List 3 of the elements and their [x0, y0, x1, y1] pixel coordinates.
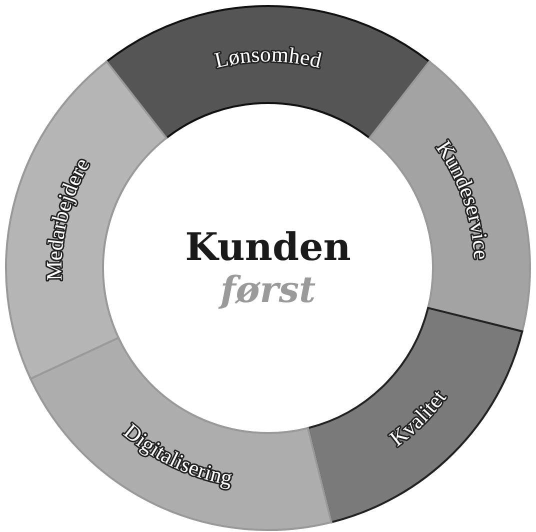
segment-label: Lønsomhed	[212, 41, 324, 73]
center-subheading: først	[220, 269, 316, 311]
center-heading: Kunden	[185, 225, 351, 269]
